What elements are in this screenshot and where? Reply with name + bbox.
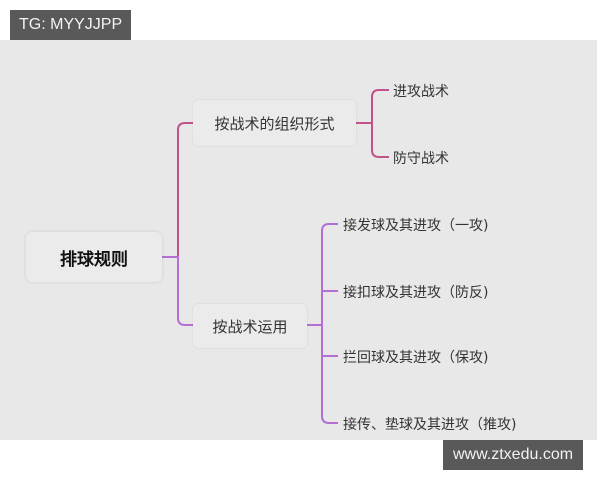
leaf-label: 接传、垫球及其进攻（推攻) — [343, 417, 517, 433]
leaf-node-spike-receive[interactable]: 接扣球及其进攻（防反) — [343, 282, 488, 302]
leaf-node-serve-receive[interactable]: 接发球及其进攻（一攻) — [343, 215, 488, 235]
root-label: 排球规则 — [60, 249, 128, 270]
leaf-node-attack-tactics[interactable]: 进攻战术 — [393, 81, 449, 101]
root-node[interactable]: 排球规则 — [26, 232, 162, 282]
leaf-node-pass-dig[interactable]: 接传、垫球及其进攻（推攻) — [343, 414, 516, 434]
leaf-node-defense-tactics[interactable]: 防守战术 — [393, 148, 449, 168]
leaf-label: 拦回球及其进攻（保攻) — [343, 350, 489, 366]
branch-node-application[interactable]: 按战术运用 — [193, 304, 307, 348]
watermark-top: TG: MYYJJPP — [10, 10, 132, 40]
leaf-label: 接发球及其进攻（一攻) — [343, 218, 489, 234]
leaf-label: 防守战术 — [393, 151, 449, 167]
branch-node-organization[interactable]: 按战术的组织形式 — [193, 100, 356, 146]
leaf-node-block-return[interactable]: 拦回球及其进攻（保攻) — [343, 347, 488, 367]
watermark-text: www.ztxedu.com — [453, 446, 574, 463]
leaf-label: 进攻战术 — [393, 84, 449, 100]
watermark-bottom: www.ztxedu.com — [443, 440, 584, 470]
watermark-text: TG: MYYJJPP — [19, 16, 123, 33]
leaf-label: 接扣球及其进攻（防反) — [343, 285, 489, 301]
branch-label: 按战术的组织形式 — [214, 114, 335, 133]
branch-label: 按战术运用 — [212, 317, 288, 336]
